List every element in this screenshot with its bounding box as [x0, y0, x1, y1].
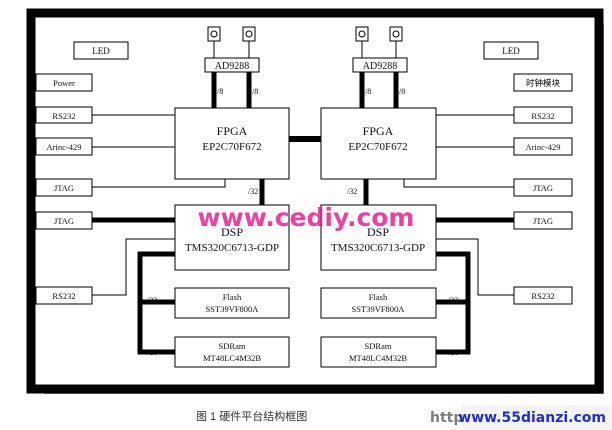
power-label: Power — [53, 78, 75, 88]
board-frame — [26, 8, 604, 394]
jtag-label-right-1: JTAG — [533, 183, 553, 193]
arinc-label-right: Arinc-429 — [526, 142, 561, 152]
fpga-part-a: EP2C70F672 — [202, 141, 261, 153]
sdram-block-a — [174, 336, 290, 368]
fpga-title-b: FPGA — [363, 124, 394, 138]
input-connector-a1 — [207, 26, 221, 42]
bus-width-flash-a: /32 — [147, 296, 157, 305]
flash-title-a: Flash — [223, 292, 242, 302]
watermark-center: www.cediy.com — [198, 203, 415, 232]
fpga-part-b: EP2C70F672 — [348, 141, 407, 153]
watermark-corner-background — [462, 405, 612, 430]
figure-caption: 图 1 硬件平台结构框图 — [196, 409, 307, 423]
watermark-corner-prefix: http — [430, 410, 463, 426]
led-label-left: LED — [92, 46, 110, 56]
link-jtag-fpga-left — [92, 179, 226, 188]
dsp-block-a — [174, 204, 290, 271]
bus-width-adc-b2: /8 — [399, 87, 405, 96]
input-connector-a2-pin — [245, 30, 253, 38]
dsp-part-b: TMS320C6713-GDP — [331, 242, 425, 254]
dsp-block-b — [320, 204, 437, 271]
dsp-part-a: TMS320C6713-GDP — [185, 242, 279, 254]
clock-box — [513, 73, 573, 92]
sdram-part-b: MT48LC4M32B — [349, 353, 407, 363]
led-box-left — [73, 41, 129, 60]
flash-block-a — [174, 287, 290, 319]
watermark-corner: www.55dianzi.com — [458, 410, 606, 426]
bus-width-fpga-dsp-b: /32 — [347, 187, 357, 196]
jtag-label-right-2: JTAG — [533, 216, 553, 226]
flash-part-a: SST39VF800A — [206, 304, 260, 314]
input-connector-b1 — [355, 26, 369, 42]
fpga-block-a — [174, 107, 290, 180]
flash-part-b: SST39VF800A — [352, 304, 406, 314]
bus-width-fpga-dsp-a: /32 — [248, 187, 258, 196]
jtag-label-left-2: JTAG — [54, 216, 74, 226]
rs232-label-left-top: RS232 — [52, 111, 75, 121]
sdram-title-b: SDRam — [365, 341, 392, 351]
input-connector-b2 — [389, 26, 403, 42]
rs232-label-right-top: RS232 — [531, 111, 554, 121]
bus-width-adc-a1: /8 — [217, 87, 223, 96]
input-connector-a1-pin — [210, 30, 218, 38]
input-connector-b1-pin — [358, 30, 366, 38]
dsp-title-b: DSP — [367, 225, 389, 239]
rs232-label-right-bottom: RS232 — [531, 291, 554, 301]
flash-title-b: Flash — [369, 292, 388, 302]
bus-width-adc-a2: /8 — [252, 87, 258, 96]
power-box — [35, 73, 93, 92]
bus-width-adc-b1: /8 — [365, 87, 371, 96]
link-jtag-fpga-right — [403, 179, 514, 188]
input-connector-a2 — [242, 26, 256, 42]
input-connector-b2-pin — [392, 30, 400, 38]
dsp-title-a: DSP — [221, 225, 243, 239]
bus-width-sdram-a: /16 — [147, 348, 157, 357]
sdram-block-b — [320, 336, 437, 368]
adc-label-b: AD9288 — [363, 61, 397, 72]
clock-label: 时钟模块 — [526, 78, 561, 88]
adc-box-a — [204, 57, 260, 73]
link-rs232-dsp-right — [436, 238, 514, 296]
jtag-label-left-1: JTAG — [54, 183, 74, 193]
fpga-block-b — [320, 107, 437, 180]
adc-label-a: AD9288 — [215, 61, 249, 72]
fpga-title-a: FPGA — [217, 124, 248, 138]
arinc-label-left: Arinc-429 — [47, 142, 82, 152]
link-rs232-dsp-left — [92, 238, 175, 296]
sdram-title-a: SDRam — [219, 341, 246, 351]
bus-width-sdram-b: /16 — [448, 348, 458, 357]
bus-width-flash-b: /32 — [448, 296, 458, 305]
rs232-label-left-bottom: RS232 — [52, 291, 75, 301]
sdram-part-a: MT48LC4M32B — [203, 353, 261, 363]
led-label-right: LED — [502, 46, 520, 56]
led-box-right — [483, 41, 539, 60]
flash-block-b — [320, 287, 437, 319]
adc-box-b — [352, 57, 408, 73]
